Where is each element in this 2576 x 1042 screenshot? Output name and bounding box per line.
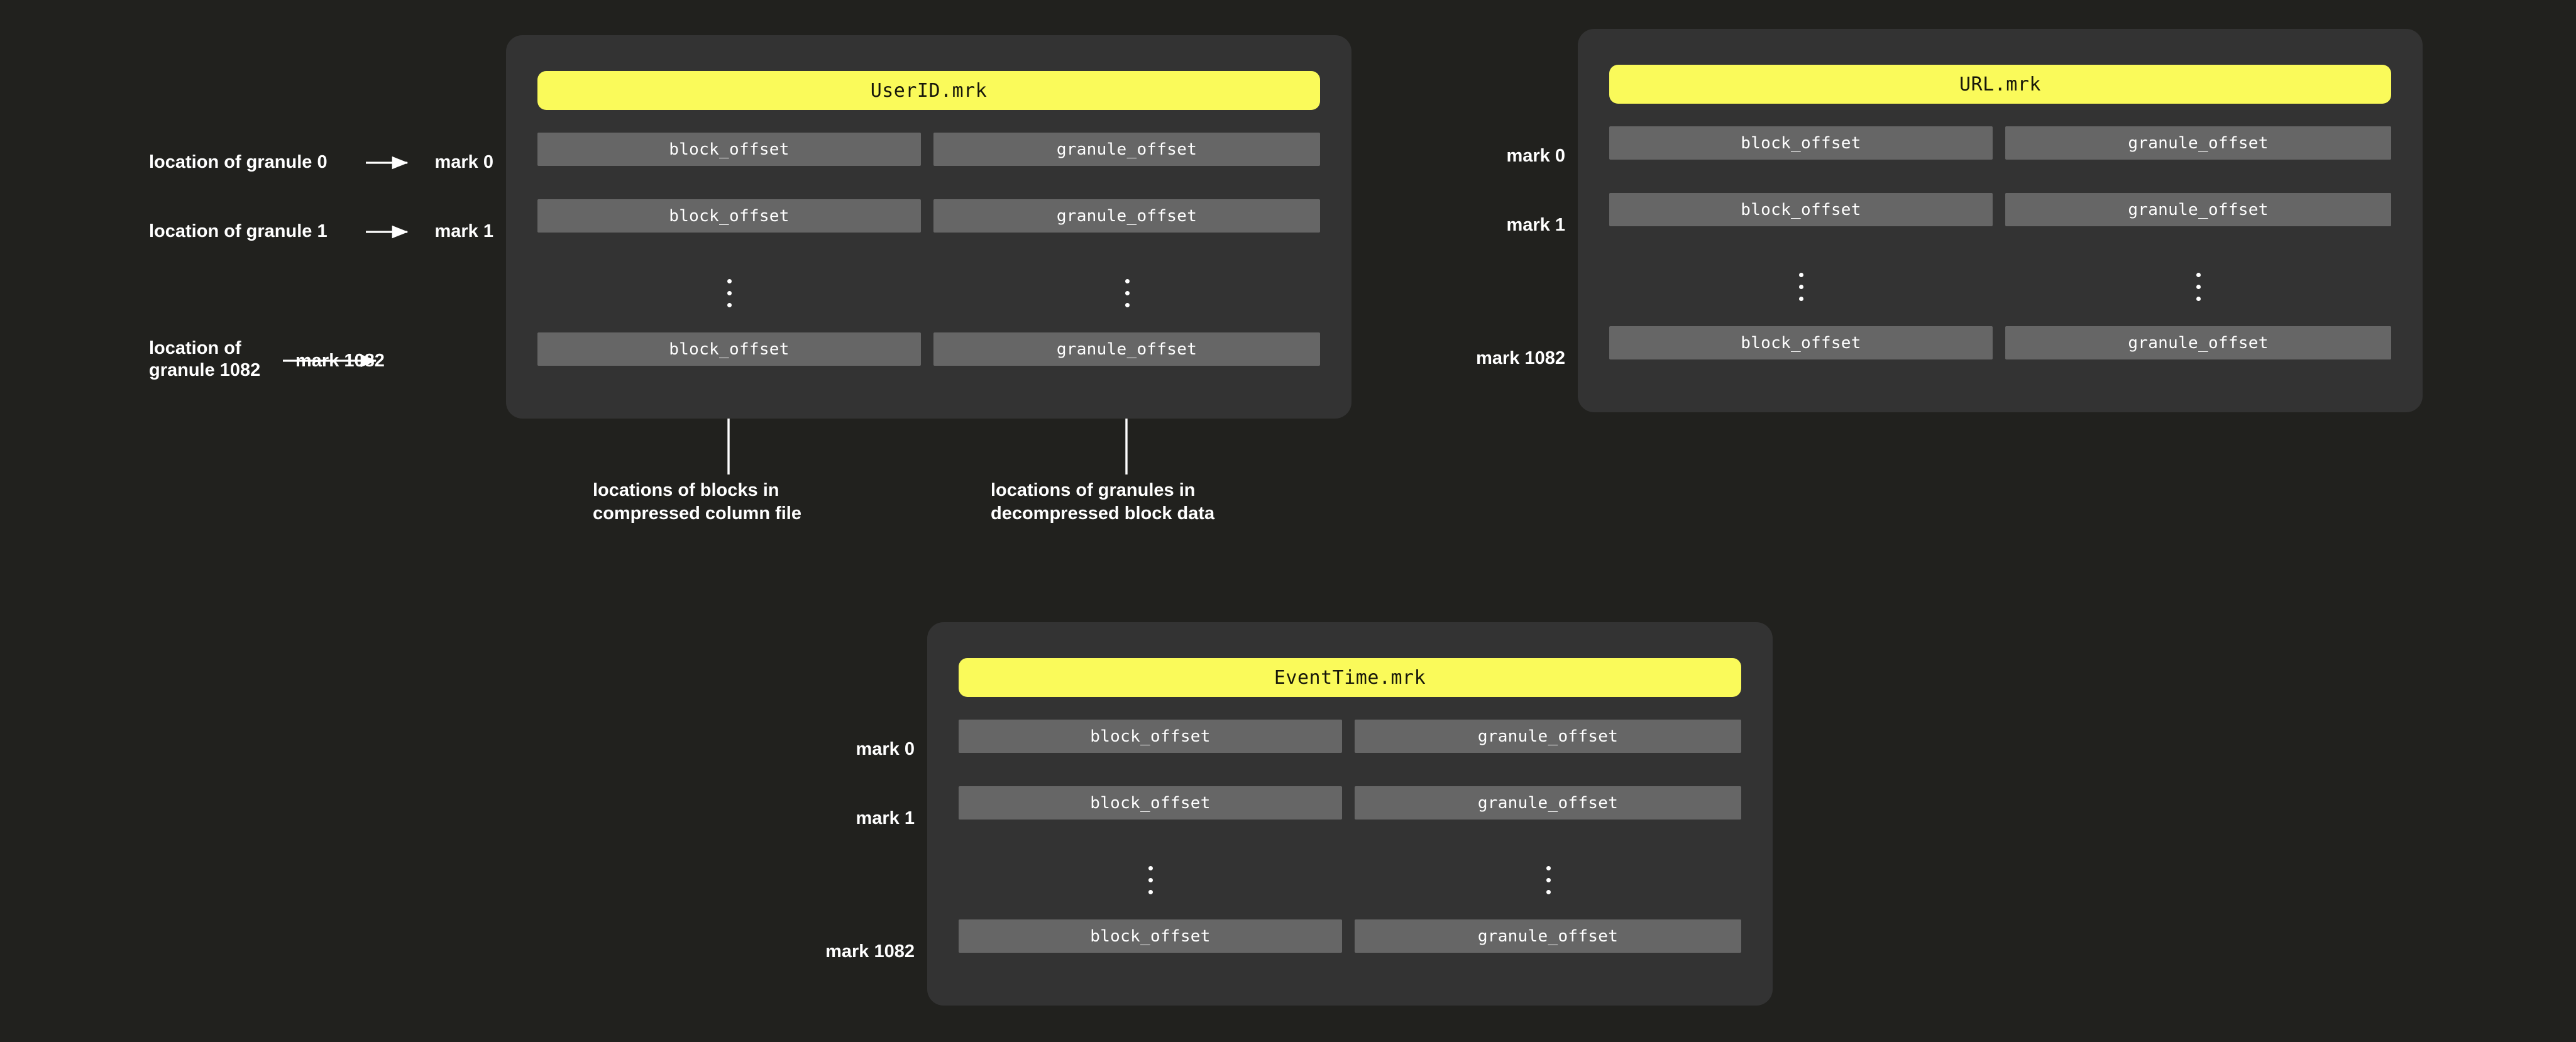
- mark-label-url-0: mark 0: [1506, 146, 1565, 166]
- cell-granule-offset[interactable]: granule_offset: [1355, 720, 1741, 753]
- annotation-blocks-line2: compressed column file: [593, 503, 801, 524]
- card-title-url: URL.mrk: [1609, 65, 2391, 104]
- annotation-granules: locations of granules in decompressed bl…: [991, 479, 1214, 525]
- mark-label-url-1: mark 1: [1506, 215, 1565, 235]
- cell-block-offset[interactable]: block_offset: [959, 786, 1342, 820]
- card-title-eventtime: EventTime.mrk: [959, 658, 1741, 697]
- annotation-granules-line1: locations of granules in: [991, 480, 1196, 500]
- granule-1082-source-label: location of granule 1082: [149, 338, 261, 381]
- mark-label-userid-1: mark 1: [434, 221, 493, 241]
- annotation-blocks-line1: locations of blocks in: [593, 480, 779, 500]
- mark-label-eventtime-1082: mark 1082: [825, 941, 915, 962]
- cell-granule-offset[interactable]: granule_offset: [1355, 786, 1741, 820]
- mark-label-userid-0: mark 0: [434, 152, 493, 172]
- cell-block-offset[interactable]: block_offset: [537, 332, 921, 366]
- ellipsis-granule-offset: [2196, 273, 2201, 301]
- cell-granule-offset[interactable]: granule_offset: [1355, 919, 1741, 953]
- cell-block-offset[interactable]: block_offset: [959, 919, 1342, 953]
- ellipsis-granule-offset: [1546, 866, 1551, 894]
- mark-label-userid-1082: mark 1082: [295, 351, 385, 371]
- ellipsis-granule-offset: [1125, 279, 1130, 307]
- mark-file-card-eventtime[interactable]: EventTime.mrk block_offset granule_offse…: [927, 622, 1773, 1006]
- annotation-blocks: locations of blocks in compressed column…: [593, 479, 801, 525]
- card-title-userid: UserID.mrk: [537, 71, 1320, 110]
- cell-granule-offset[interactable]: granule_offset: [2005, 126, 2391, 160]
- cell-block-offset[interactable]: block_offset: [537, 199, 921, 233]
- cell-block-offset[interactable]: block_offset: [1609, 126, 1993, 160]
- mark-label-eventtime-1: mark 1: [856, 808, 915, 828]
- granule-0-source-label: location of granule 0: [149, 152, 328, 172]
- cell-granule-offset[interactable]: granule_offset: [933, 199, 1320, 233]
- mark-file-card-userid[interactable]: UserID.mrk block_offset granule_offset b…: [506, 35, 1351, 419]
- annotation-granules-line2: decompressed block data: [991, 503, 1215, 524]
- mark-file-card-url[interactable]: URL.mrk block_offset granule_offset bloc…: [1578, 29, 2423, 412]
- ellipsis-block-offset: [1798, 273, 1803, 301]
- cell-block-offset[interactable]: block_offset: [1609, 326, 1993, 359]
- ellipsis-block-offset: [1148, 866, 1153, 894]
- cell-block-offset[interactable]: block_offset: [959, 720, 1342, 753]
- cell-granule-offset[interactable]: granule_offset: [2005, 193, 2391, 226]
- granule-1-source-label: location of granule 1: [149, 221, 328, 241]
- cell-granule-offset[interactable]: granule_offset: [933, 133, 1320, 166]
- ellipsis-block-offset: [727, 279, 732, 307]
- mark-label-url-1082: mark 1082: [1476, 348, 1565, 368]
- cell-block-offset[interactable]: block_offset: [1609, 193, 1993, 226]
- cell-granule-offset[interactable]: granule_offset: [2005, 326, 2391, 359]
- cell-granule-offset[interactable]: granule_offset: [933, 332, 1320, 366]
- cell-block-offset[interactable]: block_offset: [537, 133, 921, 166]
- mark-label-eventtime-0: mark 0: [856, 739, 915, 759]
